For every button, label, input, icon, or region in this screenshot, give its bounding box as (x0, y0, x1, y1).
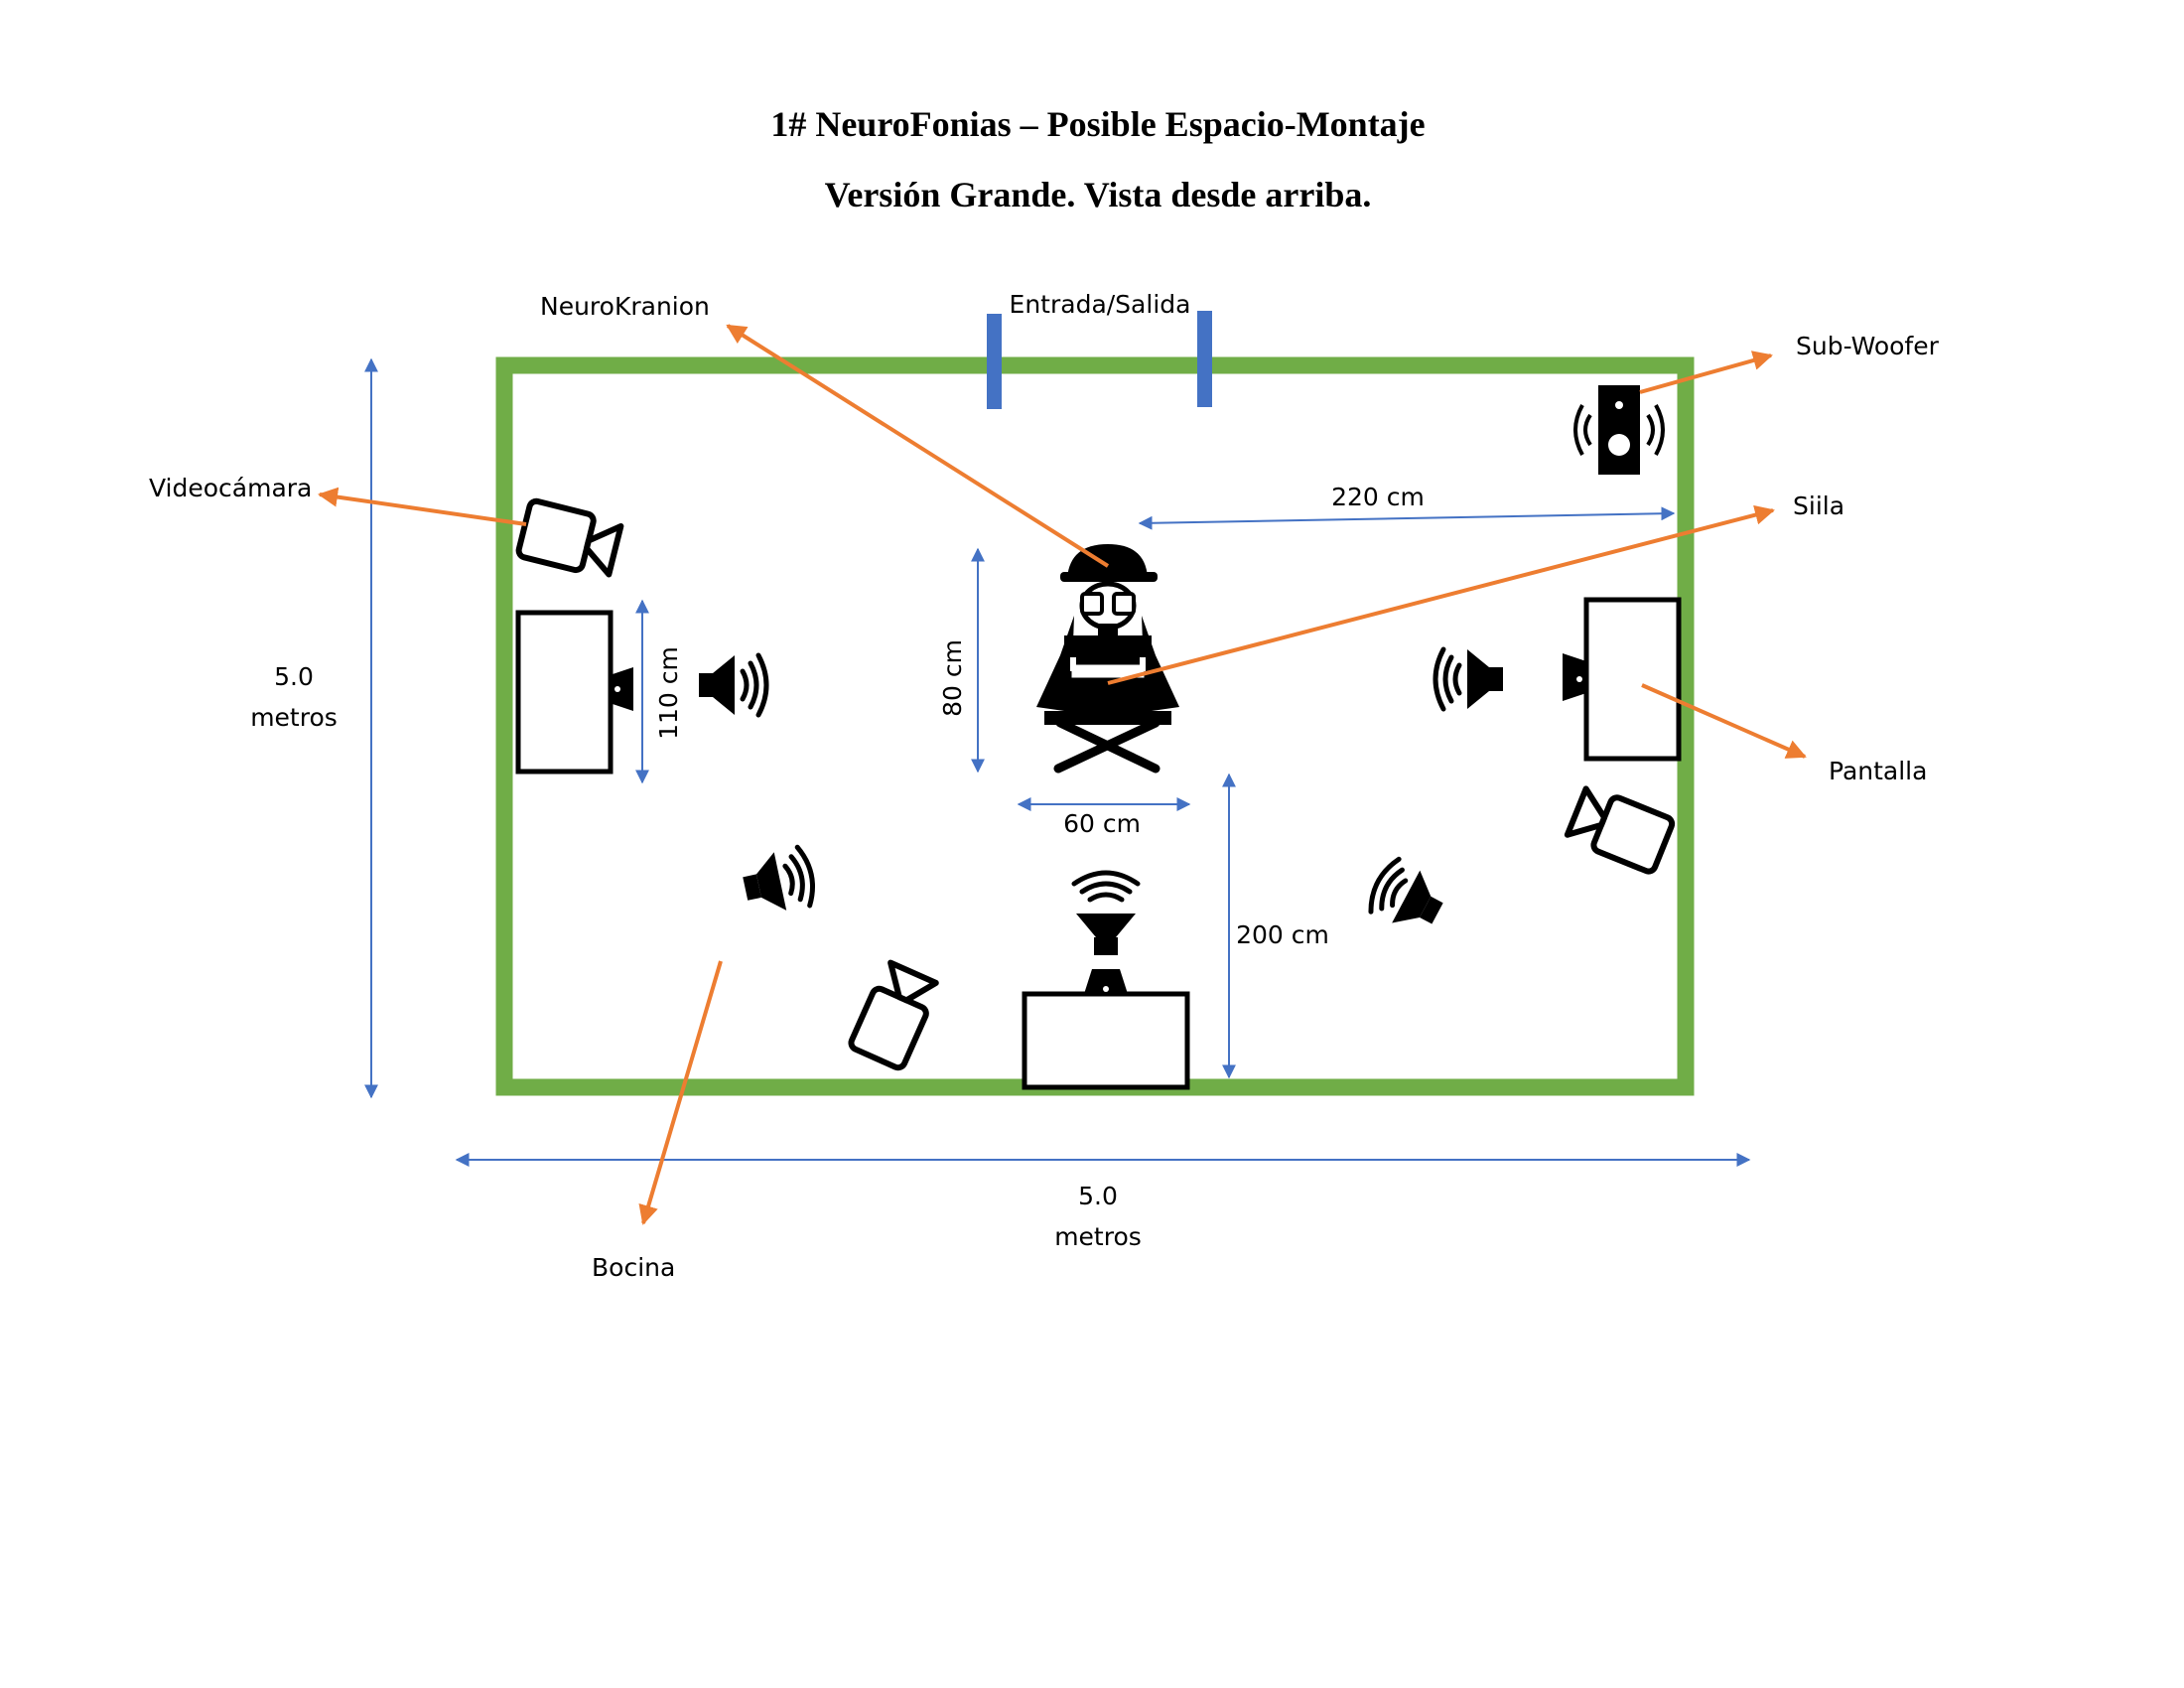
title-line-2: Versión Grande. Vista desde arriba. (825, 175, 1372, 214)
dimension-110-label: 110 cm (654, 646, 683, 740)
label-bocina: Bocina (592, 1253, 675, 1282)
dimension-height-value: 5.0 (274, 662, 314, 691)
label-siila: Siila (1793, 492, 1844, 520)
chair-icon (1036, 616, 1179, 774)
speaker-icon (1435, 649, 1503, 709)
pointer-neurokranion (726, 324, 1110, 568)
dimension-220-label: 220 cm (1331, 483, 1425, 511)
speaker-icon (1364, 856, 1451, 940)
dimension-width-unit: metros (1054, 1222, 1142, 1251)
dimension-60-label: 60 cm (1063, 809, 1141, 838)
pointer-siila (1107, 504, 1775, 685)
speaker-icon (699, 655, 766, 715)
label-pantalla: Pantalla (1829, 757, 1927, 785)
video-camera-icon (517, 499, 621, 578)
dimension-200-label: 200 cm (1236, 920, 1329, 949)
dimension-width-value: 5.0 (1078, 1182, 1118, 1210)
label-videocamara: Videocámara (149, 474, 312, 502)
monitor-icon (1563, 597, 1682, 762)
pointer-bocina (638, 960, 723, 1225)
label-neurokranion: NeuroKranion (540, 292, 710, 321)
person-helmet-icon (1060, 544, 1158, 637)
pointer-videocamara (318, 487, 527, 526)
pointer-pantalla (1641, 683, 1807, 759)
monitor-icon (515, 610, 633, 774)
video-camera-icon (1566, 785, 1674, 874)
speaker-icon (740, 846, 818, 918)
label-entrada-salida: Entrada/Salida (1010, 290, 1191, 319)
title-line-1: 1# NeuroFonias – Posible Espacio-Montaje (770, 104, 1425, 144)
dimension-80-label: 80 cm (938, 639, 967, 717)
label-subwoofer: Sub-Woofer (1796, 332, 1940, 360)
horn-speaker-icon (1071, 870, 1141, 955)
dimension-220-line (1138, 506, 1676, 530)
video-camera-icon (849, 961, 939, 1069)
monitor-icon (1022, 969, 1190, 1090)
door-jamb-left (987, 314, 1002, 409)
dimension-height-unit: metros (250, 703, 338, 732)
pointer-subwoofer (1639, 351, 1773, 394)
subwoofer-icon (1573, 385, 1665, 475)
door-jamb-right (1197, 311, 1212, 407)
